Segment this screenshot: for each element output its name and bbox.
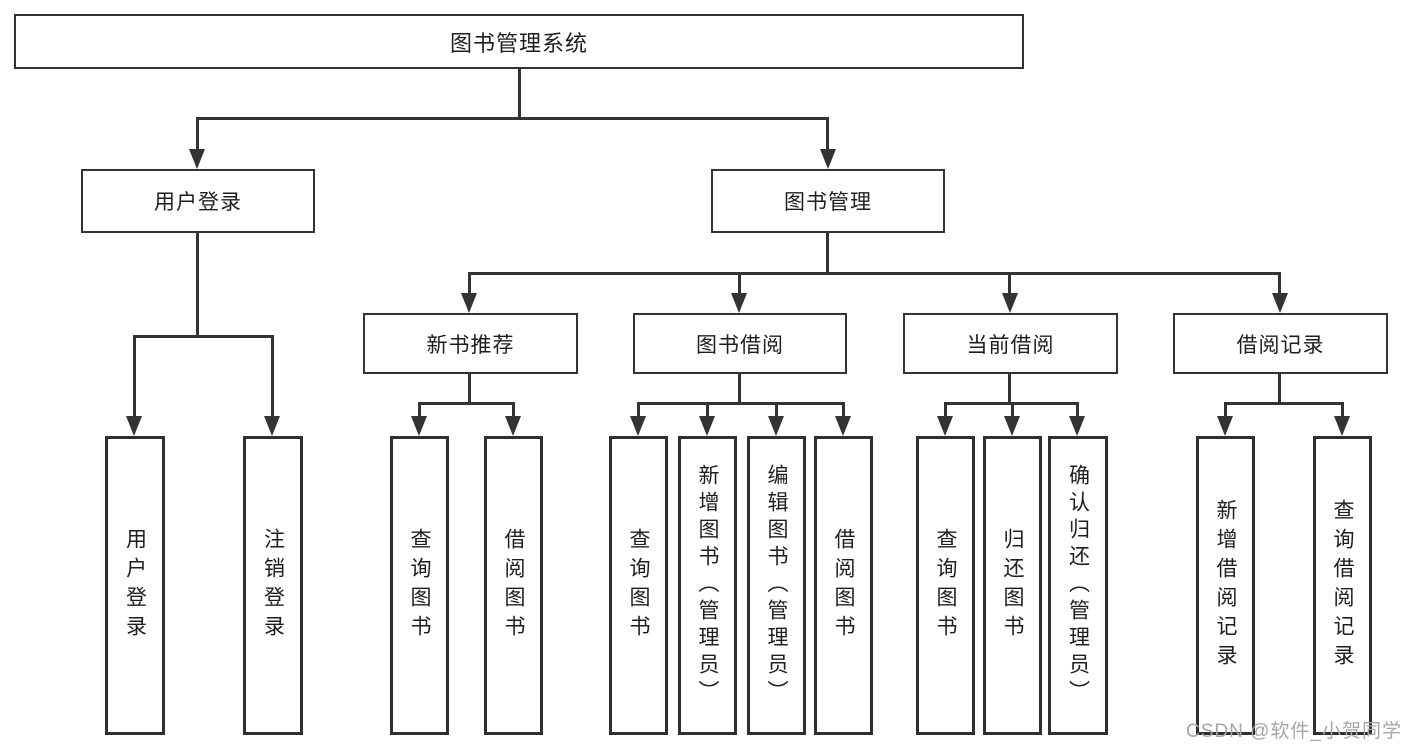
leaf-add-books-admin: 新增图书（管理员） bbox=[678, 436, 737, 735]
arrowhead-down-icon bbox=[768, 416, 784, 436]
connector-line bbox=[738, 372, 741, 405]
connector-line bbox=[1011, 402, 1014, 418]
leaf-edit-books-admin: 编辑图书（管理员） bbox=[747, 436, 806, 735]
arrowhead-down-icon bbox=[699, 416, 715, 436]
leaf-borrow-books: 借阅图书 bbox=[814, 436, 873, 735]
leaf-confirm-return-admin: 确认归还（管理员） bbox=[1048, 436, 1108, 735]
leaf-add-borrow-record: 新增借阅记录 bbox=[1196, 436, 1255, 735]
node-book-management: 图书管理 bbox=[711, 169, 945, 233]
connector-line bbox=[637, 402, 845, 405]
arrowhead-down-icon bbox=[461, 293, 477, 313]
leaf-add-books-admin-label: 新增图书（管理员） bbox=[696, 464, 719, 707]
connector-line bbox=[775, 402, 778, 418]
connector-line bbox=[1076, 402, 1079, 418]
leaf-query-books-borrowing-label: 查询图书 bbox=[627, 527, 650, 644]
connector-line bbox=[133, 335, 136, 418]
leaf-query-books-recommend: 查询图书 bbox=[390, 436, 449, 735]
leaf-user-login: 用户登录 bbox=[105, 436, 165, 735]
leaf-logout: 注销登录 bbox=[243, 436, 303, 735]
node-borrowing-records: 借阅记录 bbox=[1173, 313, 1388, 374]
arrowhead-down-icon bbox=[1004, 416, 1020, 436]
node-root-library-system: 图书管理系统 bbox=[14, 14, 1024, 69]
leaf-confirm-return-admin-label: 确认归还（管理员） bbox=[1066, 464, 1090, 707]
connector-line bbox=[826, 231, 829, 275]
arrowhead-down-icon bbox=[189, 149, 205, 169]
connector-line bbox=[1341, 402, 1344, 418]
connector-line bbox=[637, 402, 640, 418]
connector-line bbox=[512, 402, 515, 418]
connector-line bbox=[468, 272, 1281, 275]
watermark-text: CSDN @软件_小贺同学 bbox=[1186, 721, 1402, 742]
connector-line bbox=[271, 335, 274, 418]
leaf-borrow-books-recommend: 借阅图书 bbox=[484, 436, 543, 735]
leaf-query-books-current-label: 查询图书 bbox=[934, 527, 957, 644]
arrowhead-down-icon bbox=[1217, 416, 1233, 436]
arrowhead-down-icon bbox=[731, 293, 747, 313]
leaf-borrow-books-label: 借阅图书 bbox=[832, 527, 855, 644]
leaf-query-books-recommend-label: 查询图书 bbox=[408, 527, 431, 644]
arrowhead-down-icon bbox=[264, 416, 280, 436]
leaf-edit-books-admin-label: 编辑图书（管理员） bbox=[765, 464, 788, 707]
connector-line bbox=[133, 335, 274, 338]
arrowhead-down-icon bbox=[820, 149, 836, 169]
connector-line bbox=[196, 231, 199, 338]
arrowhead-down-icon bbox=[505, 416, 521, 436]
leaf-query-books-borrowing: 查询图书 bbox=[609, 436, 668, 735]
connector-line bbox=[518, 67, 521, 119]
arrowhead-down-icon bbox=[937, 416, 953, 436]
node-user-login: 用户登录 bbox=[81, 169, 315, 233]
leaf-logout-label: 注销登录 bbox=[261, 527, 285, 644]
connector-line bbox=[944, 402, 947, 418]
arrowhead-down-icon bbox=[1002, 293, 1018, 313]
leaf-add-borrow-record-label: 新增借阅记录 bbox=[1214, 498, 1237, 673]
connector-line bbox=[1008, 372, 1011, 405]
connector-line bbox=[738, 272, 741, 295]
connector-line bbox=[418, 402, 515, 405]
connector-line bbox=[1008, 272, 1011, 295]
leaf-return-books: 归还图书 bbox=[983, 436, 1042, 735]
connector-line bbox=[196, 117, 829, 120]
arrowhead-down-icon bbox=[1069, 416, 1085, 436]
connector-line bbox=[1278, 372, 1281, 405]
node-book-borrowing: 图书借阅 bbox=[633, 313, 847, 374]
arrowhead-down-icon bbox=[126, 416, 142, 436]
node-current-borrowing: 当前借阅 bbox=[903, 313, 1118, 374]
leaf-borrow-books-recommend-label: 借阅图书 bbox=[502, 527, 525, 644]
leaf-user-login-label: 用户登录 bbox=[123, 527, 147, 644]
leaf-return-books-label: 归还图书 bbox=[1001, 527, 1024, 644]
arrowhead-down-icon bbox=[835, 416, 851, 436]
connector-line bbox=[418, 402, 421, 418]
node-new-book-recommend: 新书推荐 bbox=[363, 313, 578, 374]
arrowhead-down-icon bbox=[1334, 416, 1350, 436]
connector-line bbox=[706, 402, 709, 418]
connector-line bbox=[826, 117, 829, 151]
leaf-query-books-current: 查询图书 bbox=[916, 436, 975, 735]
arrowhead-down-icon bbox=[630, 416, 646, 436]
connector-line bbox=[468, 272, 471, 295]
connector-line bbox=[842, 402, 845, 418]
leaf-query-borrow-record-label: 查询借阅记录 bbox=[1331, 498, 1354, 673]
connector-line bbox=[1224, 402, 1344, 405]
connector-line bbox=[468, 372, 471, 405]
connector-line bbox=[1224, 402, 1227, 418]
arrowhead-down-icon bbox=[411, 416, 427, 436]
leaf-query-borrow-record: 查询借阅记录 bbox=[1313, 436, 1372, 735]
arrowhead-down-icon bbox=[1272, 293, 1288, 313]
connector-line bbox=[196, 117, 199, 151]
connector-line bbox=[1278, 272, 1281, 295]
